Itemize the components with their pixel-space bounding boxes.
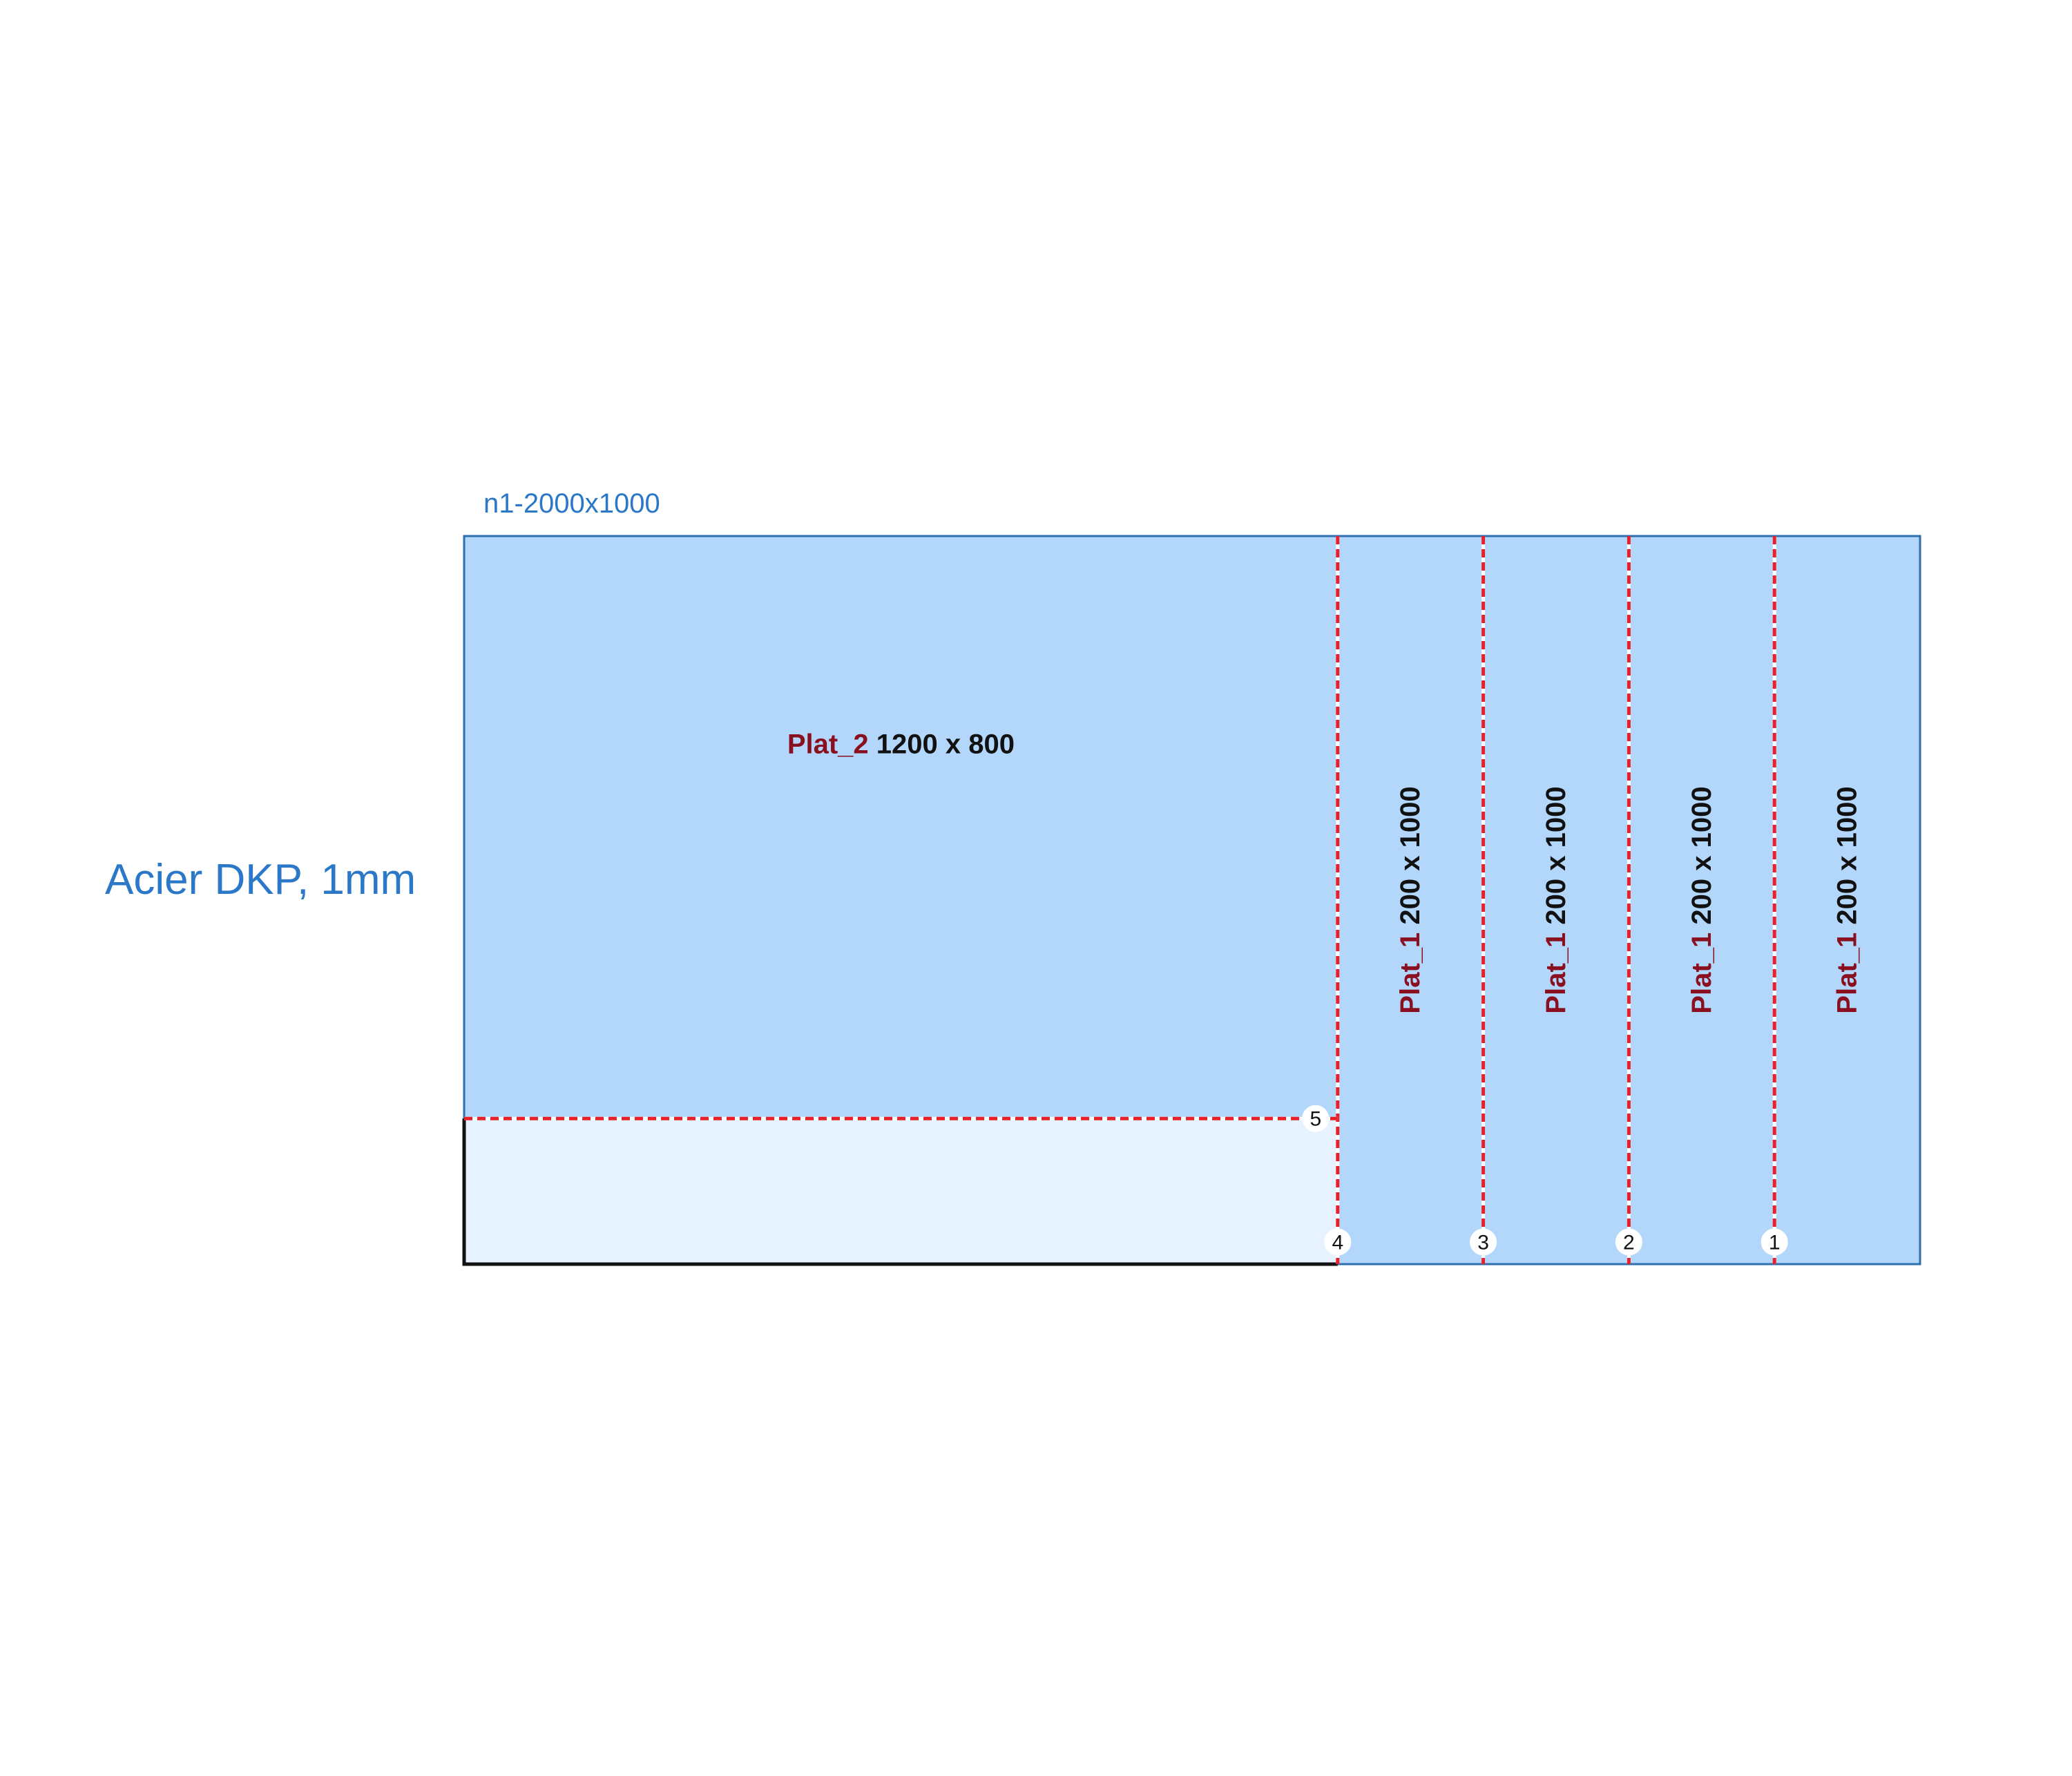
part-dimensions: 1200 x 800 [869, 729, 1015, 760]
cut-number-4: 4 [1332, 1232, 1343, 1254]
part-label: Plat_1 200 x 1000 [1687, 786, 1717, 1013]
cut-number-5: 5 [1310, 1108, 1321, 1131]
cut-marker-circle [1761, 1228, 1788, 1256]
part-label: Plat_1 200 x 1000 [1832, 786, 1863, 1013]
part-label: Plat_2 1200 x 800 [787, 729, 1015, 760]
part-name: Plat_1 [1832, 933, 1863, 1014]
material-label: Acier DKP, 1mm [105, 856, 416, 904]
cut-markers-layer: 1 2 3 4 5 [1302, 1105, 1788, 1256]
cut-marker-circle [1302, 1105, 1330, 1132]
part-label: Plat_1 200 x 1000 [1541, 786, 1571, 1013]
part-name: Plat_1 [1541, 933, 1571, 1014]
sheet-label: n1-2000x1000 [483, 488, 660, 519]
part-dimensions: 200 x 1000 [1541, 786, 1571, 932]
part-dimensions: 200 x 1000 [1687, 786, 1717, 932]
part-name: Plat_1 [1395, 933, 1426, 1014]
offcut-border [462, 1118, 1338, 1266]
part-name: Plat_1 [1687, 933, 1717, 1014]
cut-marker-circle [1615, 1228, 1642, 1256]
parts-layer [462, 535, 1921, 1266]
cut-marker-circle [1470, 1228, 1497, 1256]
cut-number-1: 1 [1769, 1232, 1781, 1254]
cut-number-3: 3 [1477, 1232, 1489, 1254]
cut-number-2: 2 [1623, 1232, 1635, 1254]
part-dimensions: 200 x 1000 [1832, 786, 1863, 932]
part-label: Plat_1 200 x 1000 [1395, 786, 1426, 1013]
part-dimensions: 200 x 1000 [1395, 786, 1426, 932]
offcut-area [464, 1118, 1338, 1264]
part-name: Plat_2 [787, 729, 869, 760]
cuts-layer [464, 536, 1776, 1264]
cut-marker-circle [1324, 1228, 1352, 1256]
